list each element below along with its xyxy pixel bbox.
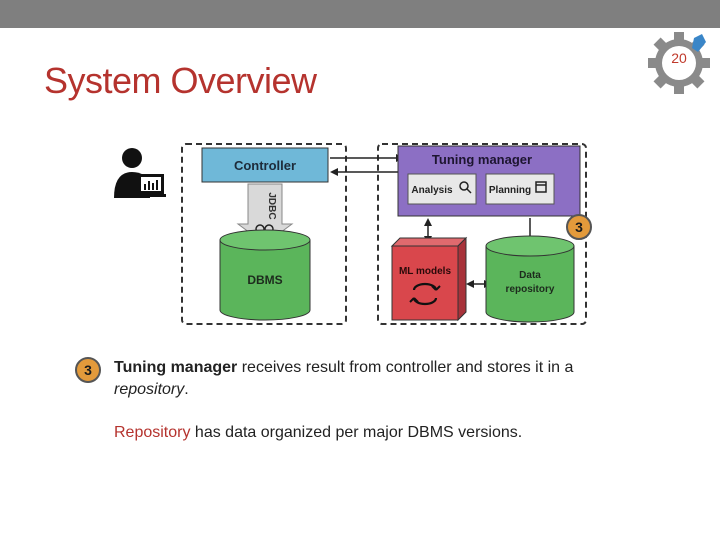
analysis-box (407, 173, 477, 205)
analysis-label: Analysis (411, 185, 453, 196)
callout-badge-diagram: 3 (566, 214, 592, 240)
data-repository-label-line1: Data (519, 270, 541, 281)
bullet2-rest: has data organized per major DBMS versio… (190, 424, 523, 441)
bullet1-rest: receives result from controller and stor… (237, 359, 574, 376)
controller-box (201, 147, 329, 183)
ml-models-label: ML models (399, 266, 451, 277)
tuning-manager-label: Tuning manager (432, 152, 532, 167)
planning-box (485, 173, 555, 205)
bullet1-end: . (184, 381, 189, 398)
top-bar (0, 0, 720, 28)
slide-title: System Overview (44, 60, 317, 101)
data-repository-label-line2: repository (506, 284, 555, 295)
ml-models-box (390, 236, 468, 322)
callout-badge-text: 3 (75, 357, 101, 383)
refresh-icon (409, 282, 441, 306)
planning-label: Planning (489, 185, 531, 196)
jdbc-label: JDBC (266, 192, 277, 219)
user-icon (114, 148, 166, 198)
data-repository-cylinder (485, 235, 575, 323)
gear-icon (648, 32, 710, 94)
system-diagram: Controller JDBC DBMS Tuning manager Anal… (114, 143, 587, 325)
bullet1-strong: Tuning manager (114, 359, 238, 376)
slide-number: 20 (671, 50, 687, 66)
bullet-repository: Repository has data organized per major … (114, 422, 634, 444)
bullet-tuning-manager: Tuning manager receives result from cont… (114, 357, 614, 401)
bullet1-italic: repository (114, 381, 185, 398)
magnifier-icon (459, 181, 469, 191)
dbms-label: DBMS (247, 273, 282, 287)
bullet2-strong: Repository (114, 424, 191, 441)
calendar-icon (535, 181, 547, 193)
dbms-cylinder (219, 229, 311, 321)
controller-label: Controller (234, 158, 296, 173)
